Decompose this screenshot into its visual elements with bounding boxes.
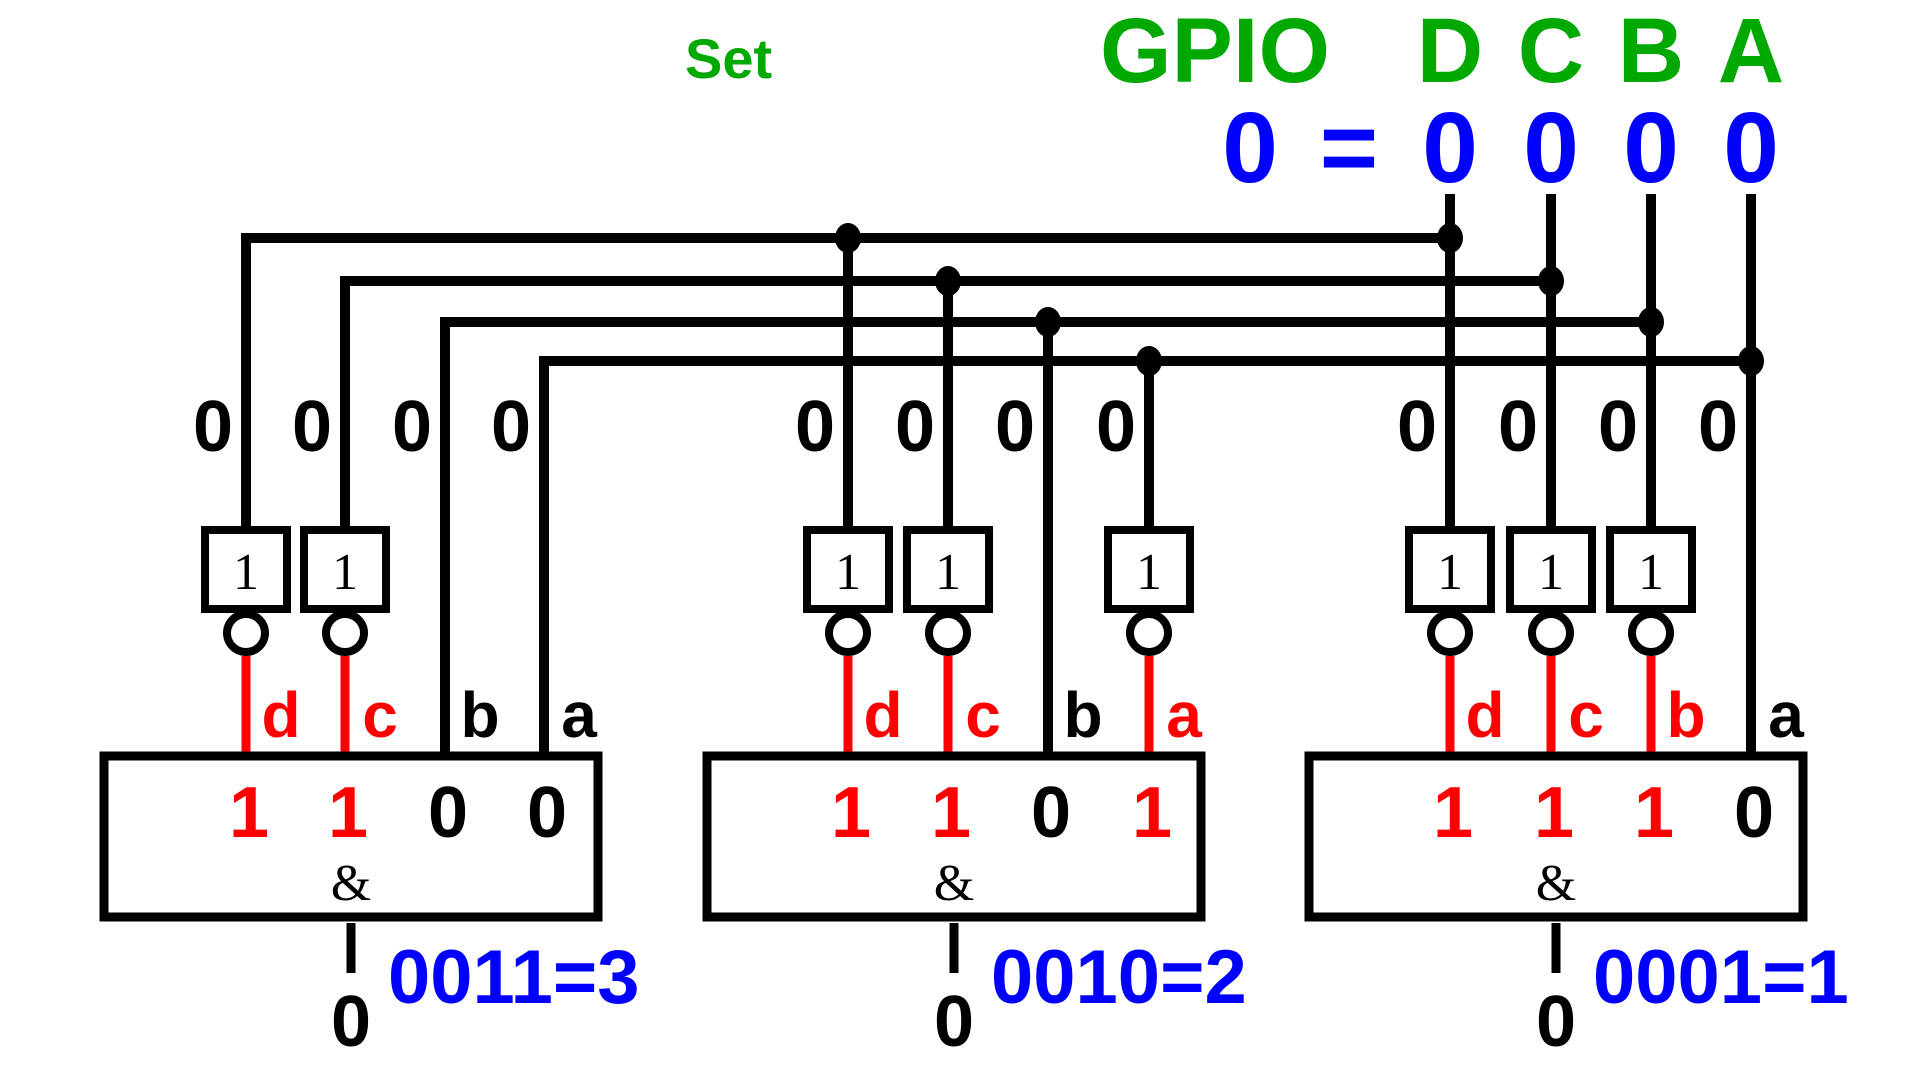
bus-wires [241,194,1764,756]
not-gate-box-d [201,526,291,613]
bus-line-a [539,356,1751,756]
input-letter-c: c [965,679,1001,751]
gpio-pin-value-d: 0 [1422,92,1478,204]
and-input-value-a: 0 [1734,773,1774,853]
bus-value-label-d: 0 [795,387,835,467]
and-gate-box [1304,751,1808,922]
address-label: 0010=2 [991,935,1247,1020]
and-symbol: & [934,855,974,912]
bus-value-label-b: 0 [995,387,1035,467]
not-gate-box-a [1104,526,1194,613]
and-symbol: & [331,855,371,912]
not-gate-box-b [1606,526,1696,613]
and-input-value-b: 0 [1031,773,1071,853]
and-gate-box [702,751,1206,922]
bus-value-label-c: 0 [895,387,935,467]
not-gate-label: 1 [1437,544,1463,601]
gates-layer: 01d101c10b00a0&00011=301d101c10b001a1&00… [99,238,1849,1062]
not-gate-label: 1 [1136,544,1162,601]
not-gate-label: 1 [935,544,961,601]
bus-value-label-a: 0 [1096,387,1136,467]
and-symbol: & [1536,855,1576,912]
not-gate-label: 1 [233,544,259,601]
not-gate-label: 1 [1538,544,1564,601]
bus-value-label-c: 0 [1498,387,1538,467]
set-label: Set [685,27,772,90]
address-label: 0001=1 [1593,935,1849,1020]
bus-line-b [440,317,1651,756]
not-gate-box-d [1405,526,1495,613]
and-input-value-d: 1 [1433,773,1473,853]
and-input-value-d: 1 [229,773,269,853]
input-letter-d: d [863,679,902,751]
input-letter-d: d [261,679,300,751]
not-gate-label: 1 [835,544,861,601]
not-gate-box-c [1506,526,1596,613]
input-letter-b: b [460,679,499,751]
bus-value-label-d: 0 [1397,387,1437,467]
gpio-pin-label-d: D [1417,0,1483,102]
output-value: 0 [1536,982,1576,1062]
input-letter-b: b [1063,679,1102,751]
and-gate-box [99,751,603,922]
and-input-value-a: 1 [1132,773,1172,853]
input-letter-d: d [1465,679,1504,751]
gpio-pin-value-c: 0 [1523,92,1579,204]
inversion-bubble-c [1528,610,1574,656]
bus-value-label-a: 0 [1698,387,1738,467]
gpio-label: GPIO [1100,0,1330,102]
input-letter-c: c [362,679,398,751]
inversion-bubble-c [322,610,368,656]
inversion-bubble-d [223,610,269,656]
bus-value-label-c: 0 [292,387,332,467]
bus-value-label-b: 0 [1598,387,1638,467]
inversion-bubble-a [1126,610,1172,656]
bus-value-label-a: 0 [491,387,531,467]
inversion-bubble-b [1628,610,1674,656]
bus-value-label-d: 0 [193,387,233,467]
bus-value-label-b: 0 [392,387,432,467]
address-label: 0011=3 [388,935,640,1020]
output-value: 0 [934,982,974,1062]
gpio-decimal-value: 0 [1222,92,1278,204]
not-gate-box-c [903,526,993,613]
gpio-pin-label-c: C [1518,0,1584,102]
gpio-equals: = [1320,92,1378,204]
and-input-value-a: 0 [527,773,567,853]
and-input-value-b: 0 [428,773,468,853]
input-letter-a: a [561,679,597,751]
and-input-value-d: 1 [831,773,871,853]
output-value: 0 [331,982,371,1062]
input-letter-c: c [1568,679,1604,751]
not-gate-box-c [300,526,390,613]
input-letter-b: b [1666,679,1705,751]
inversion-bubble-d [1427,610,1473,656]
input-letter-a: a [1166,679,1202,751]
not-gate-label: 1 [1638,544,1664,601]
not-gate-box-d [803,526,893,613]
and-input-value-c: 1 [931,773,971,853]
gpio-pin-label-a: A [1718,0,1784,102]
and-input-value-c: 1 [328,773,368,853]
and-input-value-b: 1 [1634,773,1674,853]
not-gate-label: 1 [332,544,358,601]
gpio-pin-value-a: 0 [1723,92,1779,204]
inversion-bubble-c [925,610,971,656]
gpio-pin-label-b: B [1618,0,1684,102]
inversion-bubble-d [825,610,871,656]
gpio-pin-value-b: 0 [1623,92,1679,204]
input-letter-a: a [1768,679,1804,751]
and-input-value-c: 1 [1534,773,1574,853]
